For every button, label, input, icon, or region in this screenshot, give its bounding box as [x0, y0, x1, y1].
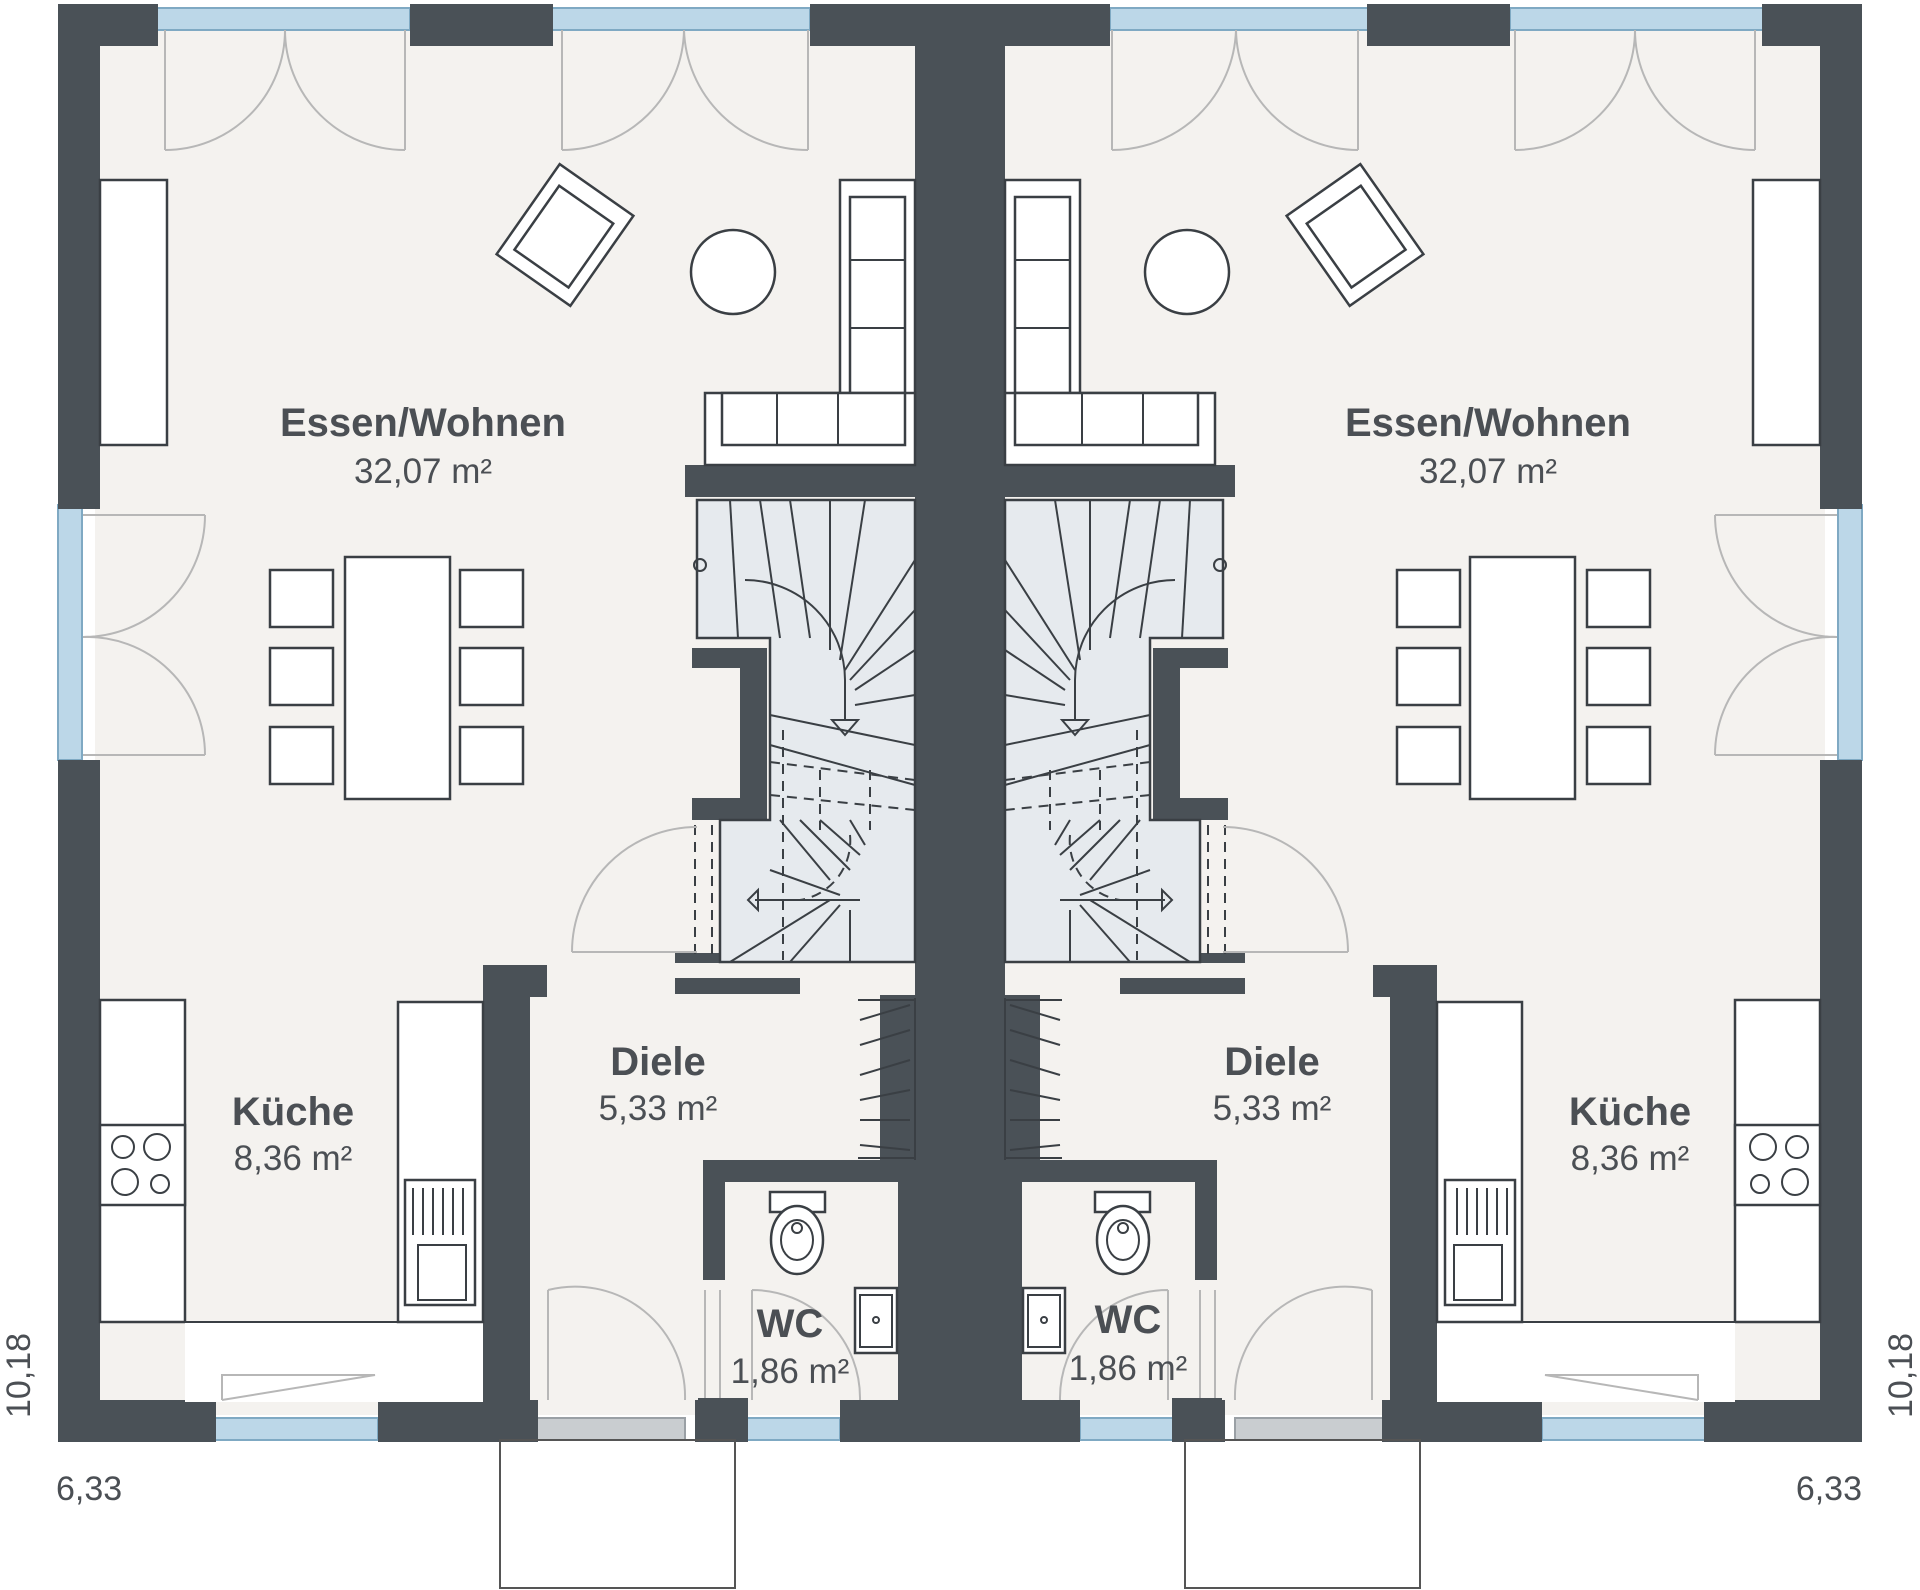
room-name-essen-wohnen-left: Essen/Wohnen	[280, 401, 566, 445]
dimension-depth-left: 10,18	[0, 1333, 38, 1418]
room-name-kueche-right: Küche	[1569, 1090, 1691, 1134]
room-name-kueche-left: Küche	[232, 1090, 354, 1134]
room-area-diele-left: 5,33 m²	[599, 1089, 718, 1128]
dimension-width-right: 6,33	[1796, 1470, 1862, 1508]
dimension-depth-right: 10,18	[1882, 1333, 1920, 1418]
room-area-kueche-right: 8,36 m²	[1571, 1139, 1690, 1178]
room-area-wc-left: 1,86 m²	[731, 1352, 850, 1391]
room-name-essen-wohnen-right: Essen/Wohnen	[1345, 401, 1631, 445]
room-area-wc-right: 1,86 m²	[1069, 1349, 1188, 1388]
room-name-diele-right: Diele	[1224, 1040, 1320, 1084]
unit-left	[56, 2, 962, 1590]
room-area-kueche-left: 8,36 m²	[234, 1139, 353, 1178]
room-area-essen-wohnen-left: 32,07 m²	[354, 452, 492, 491]
dimension-width-left: 6,33	[56, 1470, 122, 1508]
room-name-diele-left: Diele	[610, 1040, 706, 1084]
room-name-wc-right: WC	[1095, 1298, 1162, 1342]
room-area-diele-right: 5,33 m²	[1213, 1089, 1332, 1128]
room-area-essen-wohnen-right: 32,07 m²	[1419, 452, 1557, 491]
room-name-wc-left: WC	[757, 1302, 824, 1346]
